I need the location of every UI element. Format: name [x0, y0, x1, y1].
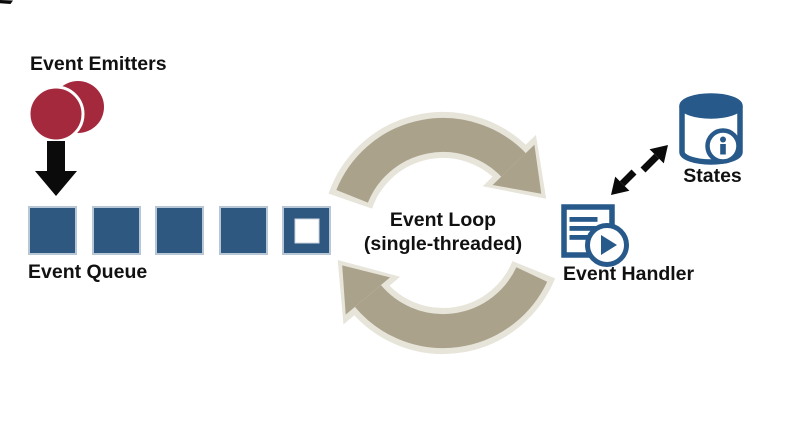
event-emitters-label: Event Emitters: [30, 53, 167, 75]
script-play-icon: [561, 204, 629, 267]
event-handler-label: Event Handler: [563, 263, 695, 285]
queue-slot-filled: [91, 206, 141, 255]
event-loop-label: Event Loop (single-threaded): [343, 208, 543, 256]
states-label: States: [683, 165, 742, 187]
database-info-icon: [679, 93, 743, 165]
event-loop-label-line2: (single-threaded): [363, 233, 523, 255]
event-loop-label-line1: Event Loop: [389, 209, 497, 231]
queue-slot-hole: [294, 218, 319, 243]
corner-artifact: [0, 0, 13, 4]
event-queue: [28, 206, 331, 255]
overlapping-circles-icon: [27, 81, 104, 143]
event-loop-arrows-icon: [328, 111, 556, 354]
queue-slot-empty: [282, 206, 331, 255]
bidirectional-arrow-icon: [611, 145, 668, 195]
queue-slot-filled: [218, 206, 268, 255]
queue-slot-filled: [155, 206, 204, 255]
down-arrow-icon: [35, 141, 77, 196]
event-queue-label: Event Queue: [28, 261, 148, 283]
queue-slot-filled: [28, 206, 77, 255]
